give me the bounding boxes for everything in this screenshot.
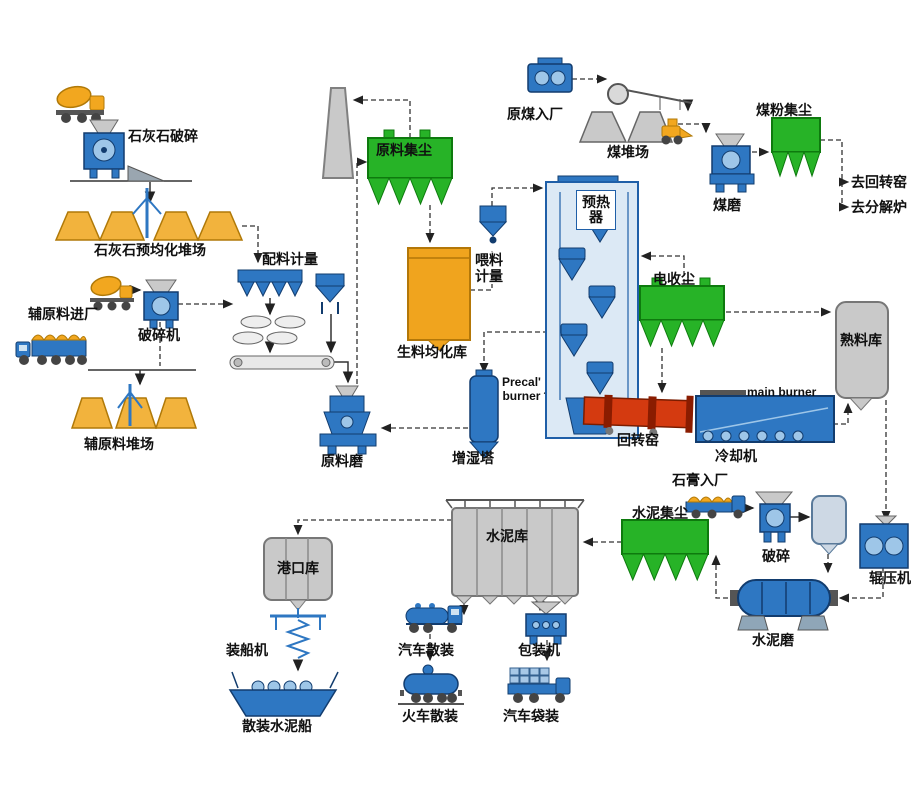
label-main-burner: main burner xyxy=(747,385,817,399)
label-raw-meal-homogenizing-silo: 生料均化库 xyxy=(397,344,467,360)
rail-tanker-icon xyxy=(398,664,464,705)
main-feed-conveyor-icon xyxy=(229,355,335,370)
raw-mill-icon xyxy=(319,385,377,455)
label-precal-burner: Precal' burner xyxy=(502,375,541,403)
coal-yard-piles-icon xyxy=(578,111,674,143)
raw-meal-homogenizing-silo-icon xyxy=(407,247,471,351)
label-raw-coal-entry: 原煤入厂 xyxy=(507,106,563,122)
label-aux-material-yard: 辅原料堆场 xyxy=(84,436,154,452)
flow-connectors-dashed xyxy=(159,74,891,662)
label-aux-material-entry: 辅原料进厂 xyxy=(28,306,98,322)
limestone-preblending-piles-icon xyxy=(54,188,244,241)
label-humidifier-tower: 增湿塔 xyxy=(452,450,494,466)
chimney-icon xyxy=(321,87,355,179)
humidifier-tower-icon xyxy=(468,369,500,459)
aux-crusher-icon xyxy=(143,279,179,329)
label-feed-metering: 喂料 计量 xyxy=(472,252,506,285)
rotary-kiln-icon xyxy=(582,394,694,437)
port-silo-icon xyxy=(263,537,333,611)
label-batching-metering: 配料计量 xyxy=(262,251,318,267)
label-coal-dust-collector: 煤粉集尘 xyxy=(756,102,812,118)
feed-metering-device-icon xyxy=(478,205,508,244)
cement-dust-collector-icon xyxy=(621,519,709,582)
label-rotary-kiln: 回转窑 xyxy=(617,432,659,448)
label-clinker-silo: 熟料库 xyxy=(840,332,882,348)
label-cement-mill: 水泥磨 xyxy=(752,632,794,648)
label-raw-material-dust-collector: 原料集尘 xyxy=(376,142,432,158)
bag-truck-icon xyxy=(507,667,571,703)
limestone-belt-feeder-icon xyxy=(127,165,165,182)
label-limestone-crushing: 石灰石破碎 xyxy=(128,128,198,144)
bulk-truck-icon xyxy=(405,603,463,633)
weigh-hopper-icon xyxy=(314,273,346,314)
cement-mill-icon xyxy=(730,579,838,631)
label-coal-mill: 煤磨 xyxy=(713,197,741,213)
electrostatic-precipitator-icon xyxy=(639,277,725,348)
label-coal-yard: 煤堆场 xyxy=(607,144,649,160)
label-crusher-machine: 破碎机 xyxy=(138,327,180,343)
label-cement-silo: 水泥库 xyxy=(486,528,528,544)
label-truck-bagged: 汽车袋装 xyxy=(503,708,559,724)
label-limestone-preblending-yard: 石灰石预均化堆场 xyxy=(94,242,206,258)
label-roller-press: 辊压机 xyxy=(869,570,911,586)
label-ship-loader: 装船机 xyxy=(226,642,268,658)
ship-loader-icon xyxy=(270,608,326,659)
coal-mill-icon xyxy=(709,133,755,193)
label-gypsum-entry: 石膏入厂 xyxy=(672,472,728,488)
clinker-cooler-icon xyxy=(695,390,835,443)
limestone-crusher-icon xyxy=(83,119,125,179)
label-cooler: 冷却机 xyxy=(715,448,757,464)
label-preheater: 预热 器 xyxy=(576,190,616,230)
label-crushing: 破碎 xyxy=(762,548,790,564)
label-truck-bulk: 汽车散装 xyxy=(398,642,454,658)
cement-silo-icon xyxy=(445,499,585,605)
coal-dust-collector-icon xyxy=(771,117,821,178)
label-bulk-cement-ship: 散装水泥船 xyxy=(242,718,312,734)
label-port-silo: 港口库 xyxy=(277,560,319,576)
roller-press-icon xyxy=(859,515,909,569)
bulk-cement-ship-icon xyxy=(228,671,339,717)
raw-material-dust-collector-icon xyxy=(367,129,453,206)
batching-bins-icon xyxy=(237,269,303,298)
aux-material-piles-icon xyxy=(70,384,198,429)
gypsum-truck-icon xyxy=(685,495,746,519)
wheel-loader-icon xyxy=(661,118,694,145)
coal-incline-conveyor-icon xyxy=(607,83,693,110)
aux-mixer-truck-icon xyxy=(90,275,134,311)
gypsum-crusher-icon xyxy=(754,491,794,543)
label-to-rotary-kiln: 去回转窑 xyxy=(851,174,907,190)
label-packing-machine: 包装机 xyxy=(518,642,560,658)
clinker-silo-icon xyxy=(835,301,889,411)
packing-machine-icon xyxy=(525,601,567,645)
label-raw-mill: 原料磨 xyxy=(321,453,363,469)
belt-conveyors-icon xyxy=(232,315,306,345)
coal-unloader-icon xyxy=(527,57,573,93)
label-cement-dust-collector: 水泥集尘 xyxy=(632,505,688,521)
label-train-bulk: 火车散装 xyxy=(402,708,458,724)
label-esp: 电收尘 xyxy=(653,271,695,287)
gypsum-bin-icon xyxy=(811,495,847,555)
limestone-mixer-truck-icon xyxy=(56,85,105,123)
label-to-calciner: 去分解炉 xyxy=(851,199,907,215)
dump-truck-icon xyxy=(15,334,87,365)
